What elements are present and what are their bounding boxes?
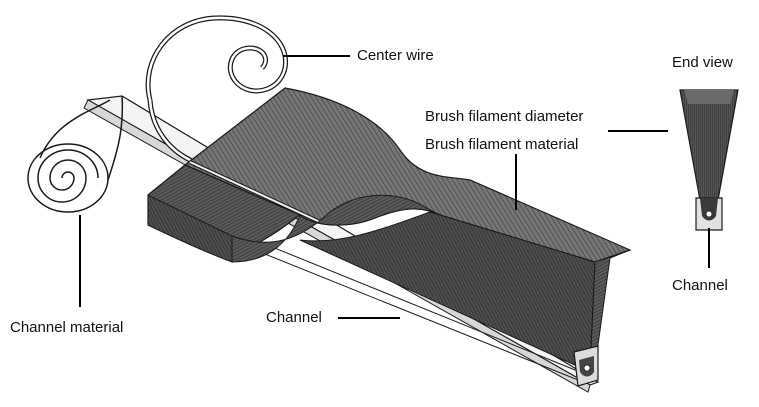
label-brush-filament-diameter: Brush filament diameter [425,108,584,125]
brush-long-body [299,211,631,373]
label-channel-main: Channel [266,309,322,326]
label-center-wire: Center wire [357,47,434,64]
label-channel-material: Channel material [10,319,124,336]
label-end-view: End view [672,54,733,71]
brush-left-slab [147,164,302,263]
leader-lines [79,55,710,319]
center-wire-along-block [189,160,321,224]
channel-end-main [573,345,599,387]
center-wire-coil [145,15,289,163]
channel-material-roll [27,95,124,213]
label-brush-filament-material: Brush filament material [425,136,579,153]
end-view-illustration [679,89,739,231]
label-channel-end: Channel [672,277,728,294]
brush-twist-section [231,194,441,263]
